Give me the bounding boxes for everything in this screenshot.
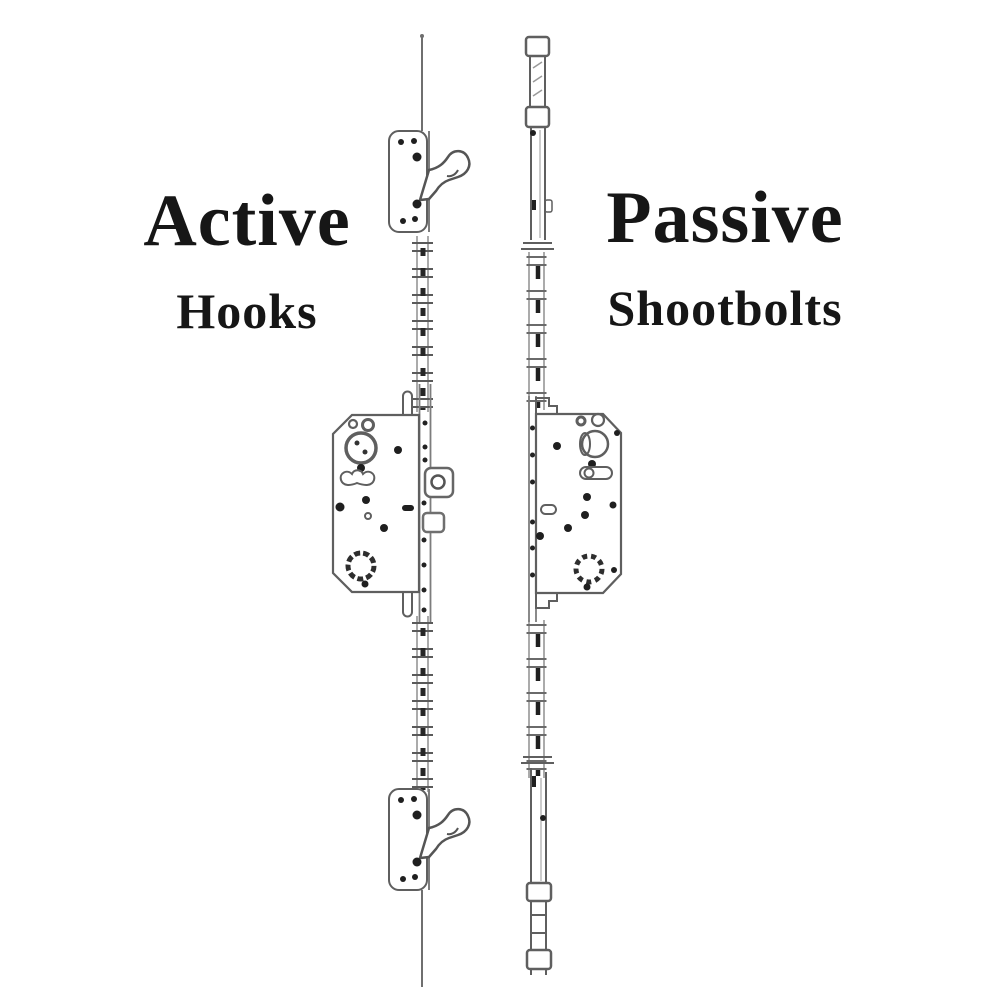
- active-deadbolt: [421, 511, 446, 534]
- active-spindle-slot: [339, 469, 376, 486]
- active-cylinder-hole: [344, 431, 378, 465]
- active-lower-rail: [417, 616, 428, 792]
- passive-subtitle: Shootbolts: [607, 280, 843, 336]
- passive-title: Passive: [606, 177, 844, 259]
- passive-gearbox-body: [534, 412, 623, 595]
- passive-bottom-guide-flare: [521, 756, 554, 764]
- active-top-hook-case: [387, 129, 471, 234]
- passive-lower-rail: [529, 620, 544, 778]
- active-gearbox-top-tab: [402, 390, 413, 415]
- passive-gearbox-bottom-tab: [535, 593, 558, 609]
- passive-gear-ring: [573, 553, 605, 585]
- active-label-block: Active Hooks: [92, 184, 402, 336]
- passive-bottom-shootbolt: [521, 756, 554, 975]
- active-bottom-hook-case: [387, 787, 471, 892]
- active-lock-drawing: [331, 34, 471, 987]
- active-title: Active: [143, 180, 351, 262]
- passive-spindle-slot: [579, 466, 613, 480]
- active-subtitle: Hooks: [176, 283, 318, 339]
- passive-label-block: Passive Shootbolts: [570, 181, 880, 333]
- passive-gearbox: [528, 396, 623, 622]
- active-gearbox: [331, 384, 455, 622]
- passive-top-shootbolt: [521, 35, 554, 250]
- active-latch-bolt: [423, 466, 455, 499]
- active-gearbox-body: [331, 413, 421, 594]
- passive-upper-rail: [529, 252, 544, 410]
- passive-top-guide-flare: [521, 242, 554, 250]
- active-gear-ring: [345, 550, 377, 582]
- passive-cylinder-hole: [580, 429, 610, 459]
- passive-gearbox-top-tab: [535, 397, 558, 414]
- passive-lock-drawing: [521, 35, 623, 975]
- active-gearbox-bottom-tab: [402, 593, 413, 618]
